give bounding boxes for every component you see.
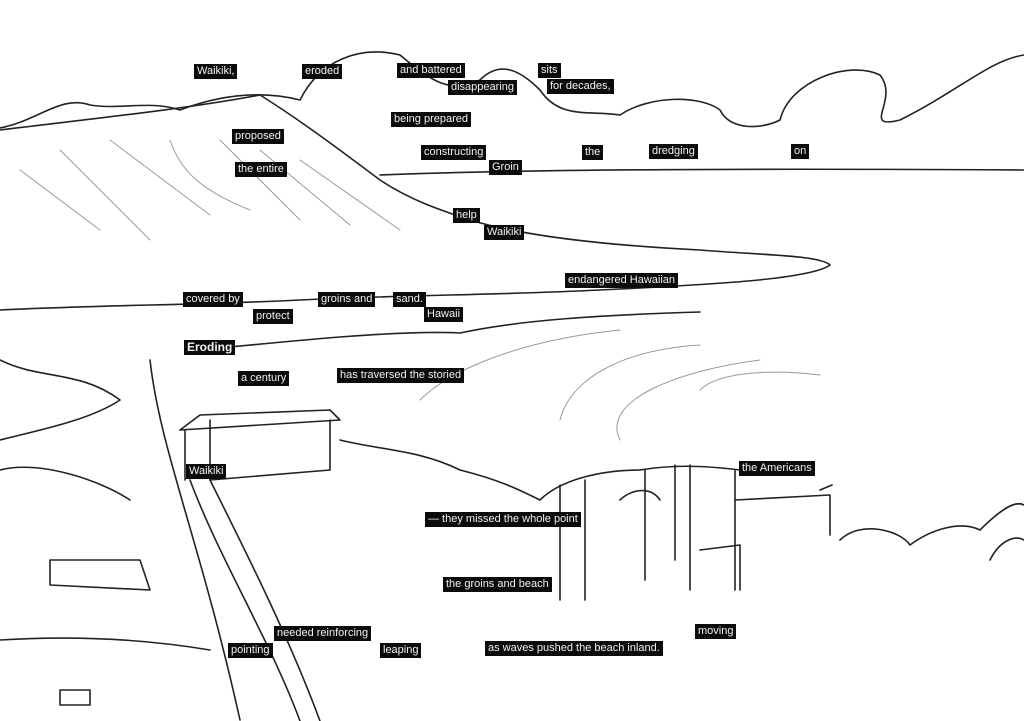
poem-word: endangered Hawaiian <box>565 273 679 288</box>
poem-word: pointing <box>228 643 273 658</box>
poem-word: dredging <box>649 144 698 159</box>
poem-word: the groins and beach <box>443 577 552 592</box>
shoreline <box>199 311 701 351</box>
poem-word: constructing <box>421 145 487 160</box>
horizon-line <box>379 168 1024 176</box>
poem-word: and battered <box>397 63 465 78</box>
poem-word: has traversed the storied <box>337 368 465 383</box>
poem-word: moving <box>695 624 737 639</box>
poem-word: covered by <box>183 292 243 307</box>
poem-word: Waikiki <box>484 225 525 240</box>
poem-word: Waikiki <box>186 464 227 479</box>
poem-word: being prepared <box>391 112 472 127</box>
tree-line <box>339 439 741 501</box>
poem-word: Waikiki, <box>194 64 238 79</box>
poem-word: needed reinforcing <box>274 626 372 641</box>
foreground-trees <box>0 359 211 706</box>
poem-word: the Americans <box>739 461 815 476</box>
poem-word: Hawaii <box>424 307 464 322</box>
mountain-shading <box>19 139 401 241</box>
poem-word: proposed <box>232 129 284 144</box>
high-rise-buildings <box>559 464 833 601</box>
poem-word: — they missed the whole point <box>425 512 581 527</box>
poem-word: eroded <box>302 64 343 79</box>
distant-trees <box>839 503 1024 561</box>
poem-word: Groin <box>489 160 522 175</box>
poem-word: for decades, <box>547 79 614 94</box>
road <box>149 359 321 721</box>
poem-word: the <box>582 145 604 160</box>
poem-word: protect <box>253 309 293 324</box>
poem-word: a century <box>238 371 290 386</box>
hotel-building <box>179 409 341 481</box>
mountain-ridge <box>0 94 831 311</box>
poem-word: sand. <box>393 292 426 307</box>
poem-word: help <box>453 208 480 223</box>
poem-word: Eroding <box>184 340 236 355</box>
poem-word: on <box>791 144 810 159</box>
wave-lines <box>419 329 821 441</box>
poem-word: disappearing <box>448 80 517 95</box>
poem-word: groins and <box>318 292 376 307</box>
poem-word: the entire <box>235 162 287 177</box>
poem-word: sits <box>538 63 561 78</box>
poem-word: leaping <box>380 643 422 658</box>
cloud-line <box>0 51 1024 129</box>
poem-word: as waves pushed the beach inland. <box>485 641 663 656</box>
